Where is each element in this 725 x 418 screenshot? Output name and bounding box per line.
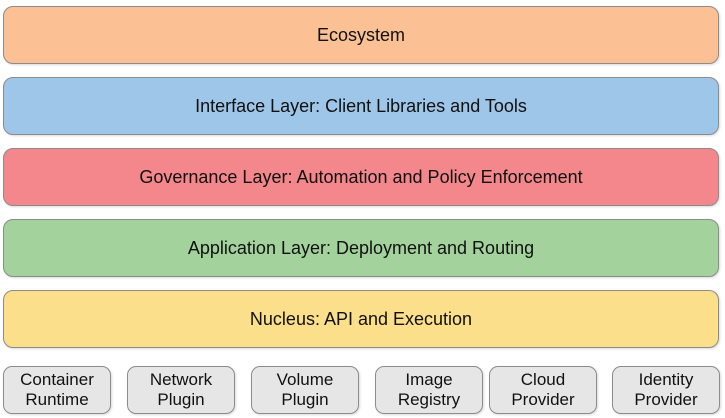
component-line-2: Runtime [25,390,89,409]
layer-interface-label: Interface Layer: Client Libraries and To… [195,95,527,116]
layer-nucleus-label: Nucleus: API and Execution [249,308,473,329]
layer-ecosystem: Ecosystem [3,6,719,64]
component-line-2: Provider [634,390,698,409]
component-identity-provider: Identity Provider [612,366,720,414]
component-volume-plugin: Volume Plugin [251,366,359,414]
component-container-runtime: Container Runtime [3,366,111,414]
component-line-1: Identity [638,370,694,389]
layer-nucleus: Nucleus: API and Execution [3,290,719,348]
component-line-2: Registry [397,390,461,409]
layer-application: Application Layer: Deployment and Routin… [3,219,719,277]
component-line-2: Provider [511,390,575,409]
component-network-plugin: Network Plugin [127,366,235,414]
layer-governance-label: Governance Layer: Automation and Policy … [139,166,583,187]
component-cloud-provider: Cloud Provider [489,366,597,414]
component-line-2: Plugin [281,390,329,409]
component-line-1: Cloud [520,370,566,389]
component-image-registry: Image Registry [375,366,483,414]
component-line-1: Volume [276,370,334,389]
component-line-1: Network [149,370,213,389]
layer-application-label: Application Layer: Deployment and Routin… [187,237,535,258]
layer-governance: Governance Layer: Automation and Policy … [3,148,719,206]
component-line-2: Plugin [157,390,205,409]
layer-interface: Interface Layer: Client Libraries and To… [3,77,719,135]
layer-ecosystem-label: Ecosystem [316,24,406,45]
component-line-1: Container [20,370,94,389]
component-line-1: Image [405,370,453,389]
